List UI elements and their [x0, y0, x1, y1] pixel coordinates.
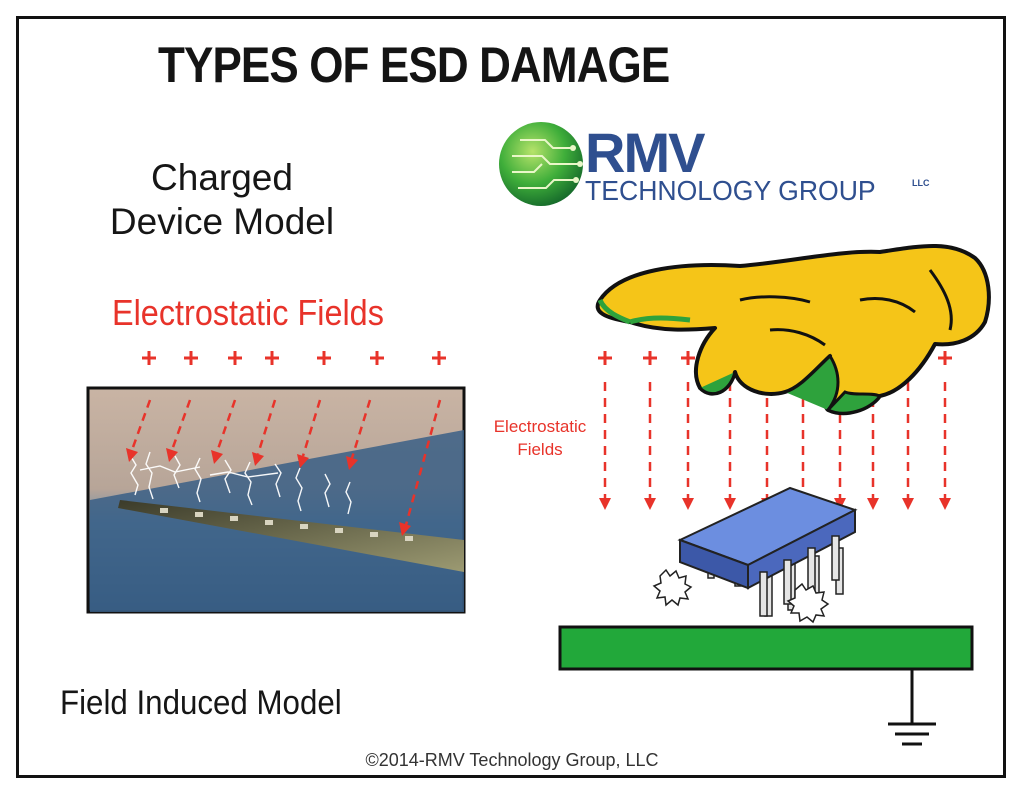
right-field-label: Electrostatic Fields — [493, 417, 587, 459]
ground-symbol-icon — [888, 669, 936, 746]
logo-subtitle: TECHNOLOGY GROUP — [585, 175, 876, 206]
right-field-arrows — [603, 382, 947, 498]
charged-device-model-heading: Charged Device Model — [109, 157, 335, 242]
photo-field-arrows — [130, 399, 442, 526]
photo-arrow-heads — [126, 448, 411, 536]
circuit-board — [118, 500, 464, 572]
right-arrow-heads — [599, 498, 951, 510]
left-field-label: Electrostatic Fields — [112, 292, 384, 333]
ground-plate — [558, 625, 974, 671]
logo-suffix: LLC — [912, 178, 930, 188]
glove-icon — [595, 244, 991, 416]
discharge-sparks — [129, 451, 352, 515]
left-plus-charges — [142, 351, 446, 365]
board-components — [160, 508, 413, 541]
spark-icon — [652, 568, 693, 607]
field-induced-model-label: Field Induced Model — [60, 684, 342, 722]
rmv-globe-icon — [499, 122, 583, 206]
spark-icon — [786, 582, 830, 624]
copyright-text: ©2014-RMV Technology Group, LLC — [365, 750, 659, 770]
logo-name: RMV — [585, 121, 705, 184]
page-title: TYPES OF ESD DAMAGE — [158, 37, 670, 93]
ic-chip-icon — [652, 486, 858, 624]
